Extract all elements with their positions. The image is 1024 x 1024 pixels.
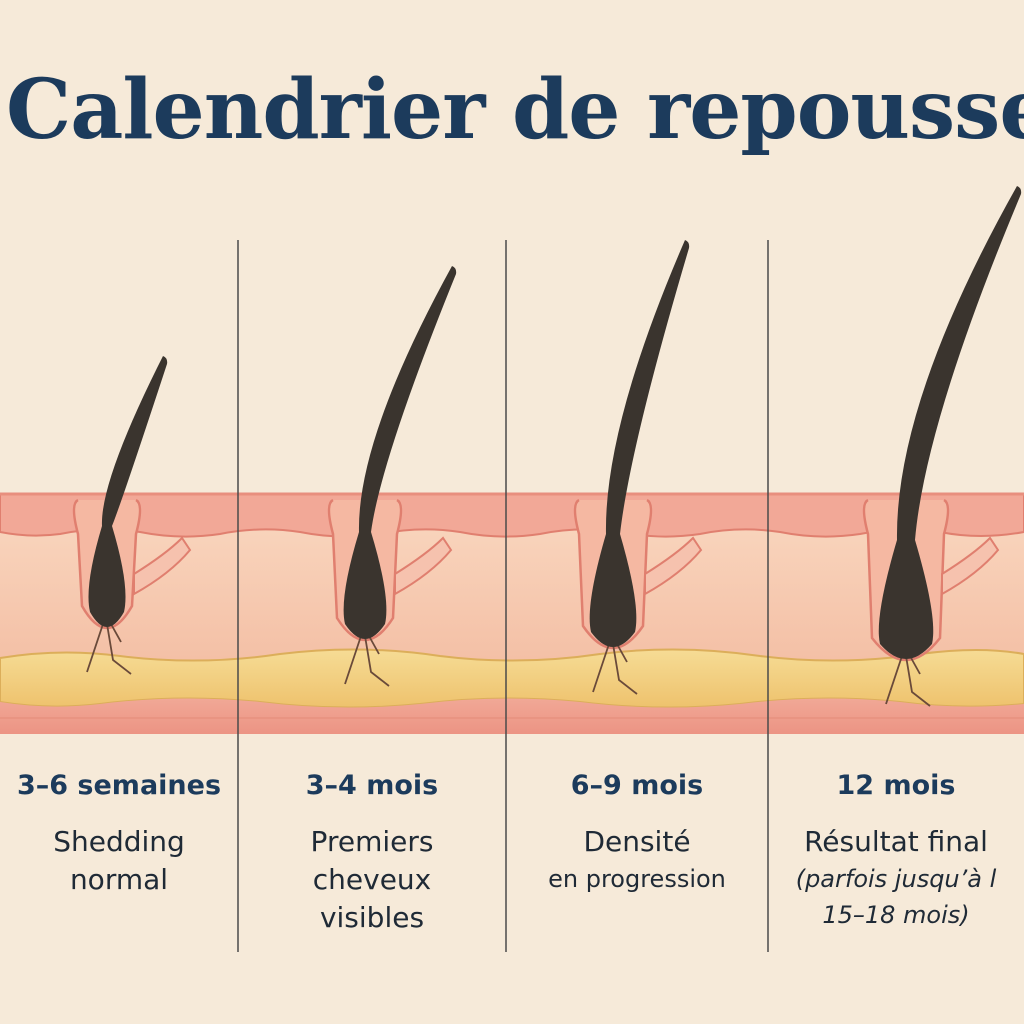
hair-follicle: [327, 266, 457, 687]
hair-root-lines: [86, 623, 132, 675]
stage-desc-line: Résultat final: [804, 825, 988, 858]
hair-follicle: [862, 186, 1022, 707]
deep-layer: [0, 698, 1024, 734]
hair-shaft: [605, 240, 690, 534]
stage-time: 3–4 mois: [305, 770, 439, 801]
stage-3: 6–9 mois Densité en progression: [506, 770, 768, 897]
stage-time: 12 mois: [836, 770, 956, 801]
hair-root-lines: [344, 635, 390, 687]
hair-shaft: [896, 186, 1022, 540]
hair-follicle: [573, 240, 703, 695]
stage-2: 3–4 mois Premiers cheveux visibles: [238, 770, 506, 937]
page-title: Calendrier de repousse: [6, 62, 1024, 158]
sebaceous-gland: [644, 536, 703, 596]
stage-time: 6–9 mois: [570, 770, 704, 801]
hair-follicle: [72, 356, 192, 675]
stage-4: 12 mois Résultat final (parfois jusqu’à …: [768, 770, 1024, 933]
stage-desc-line: Densité: [583, 825, 691, 858]
sebaceous-gland: [133, 536, 192, 596]
stage-time: 3–6 semaines: [16, 770, 222, 801]
hair-bulb: [88, 526, 126, 627]
stage-note-line: 15–18 mois): [822, 901, 970, 929]
stage-1: 3–6 semaines Shedding normal: [0, 770, 238, 899]
stage-desc-line: Premiers: [310, 825, 434, 858]
stage-desc-line: cheveux: [312, 863, 432, 896]
sebaceous-gland: [394, 536, 453, 596]
hair-root-lines: [592, 643, 638, 695]
stage-note-line: (parfois jusqu’à l: [795, 865, 997, 893]
stage-desc-line: Shedding: [53, 825, 185, 858]
hair-bulb: [343, 532, 387, 639]
stage-desc-line: normal: [69, 863, 169, 896]
sebaceous-gland: [941, 536, 1000, 596]
hair-shaft: [101, 356, 168, 526]
dermis-layer: [0, 520, 1024, 660]
hair-bulb: [589, 534, 637, 647]
stage-sub-line: en progression: [548, 865, 726, 893]
hair-shaft: [358, 266, 457, 532]
stage-desc-line: visibles: [319, 901, 425, 934]
hair-root-lines: [885, 655, 931, 707]
hair-bulb: [878, 540, 934, 659]
